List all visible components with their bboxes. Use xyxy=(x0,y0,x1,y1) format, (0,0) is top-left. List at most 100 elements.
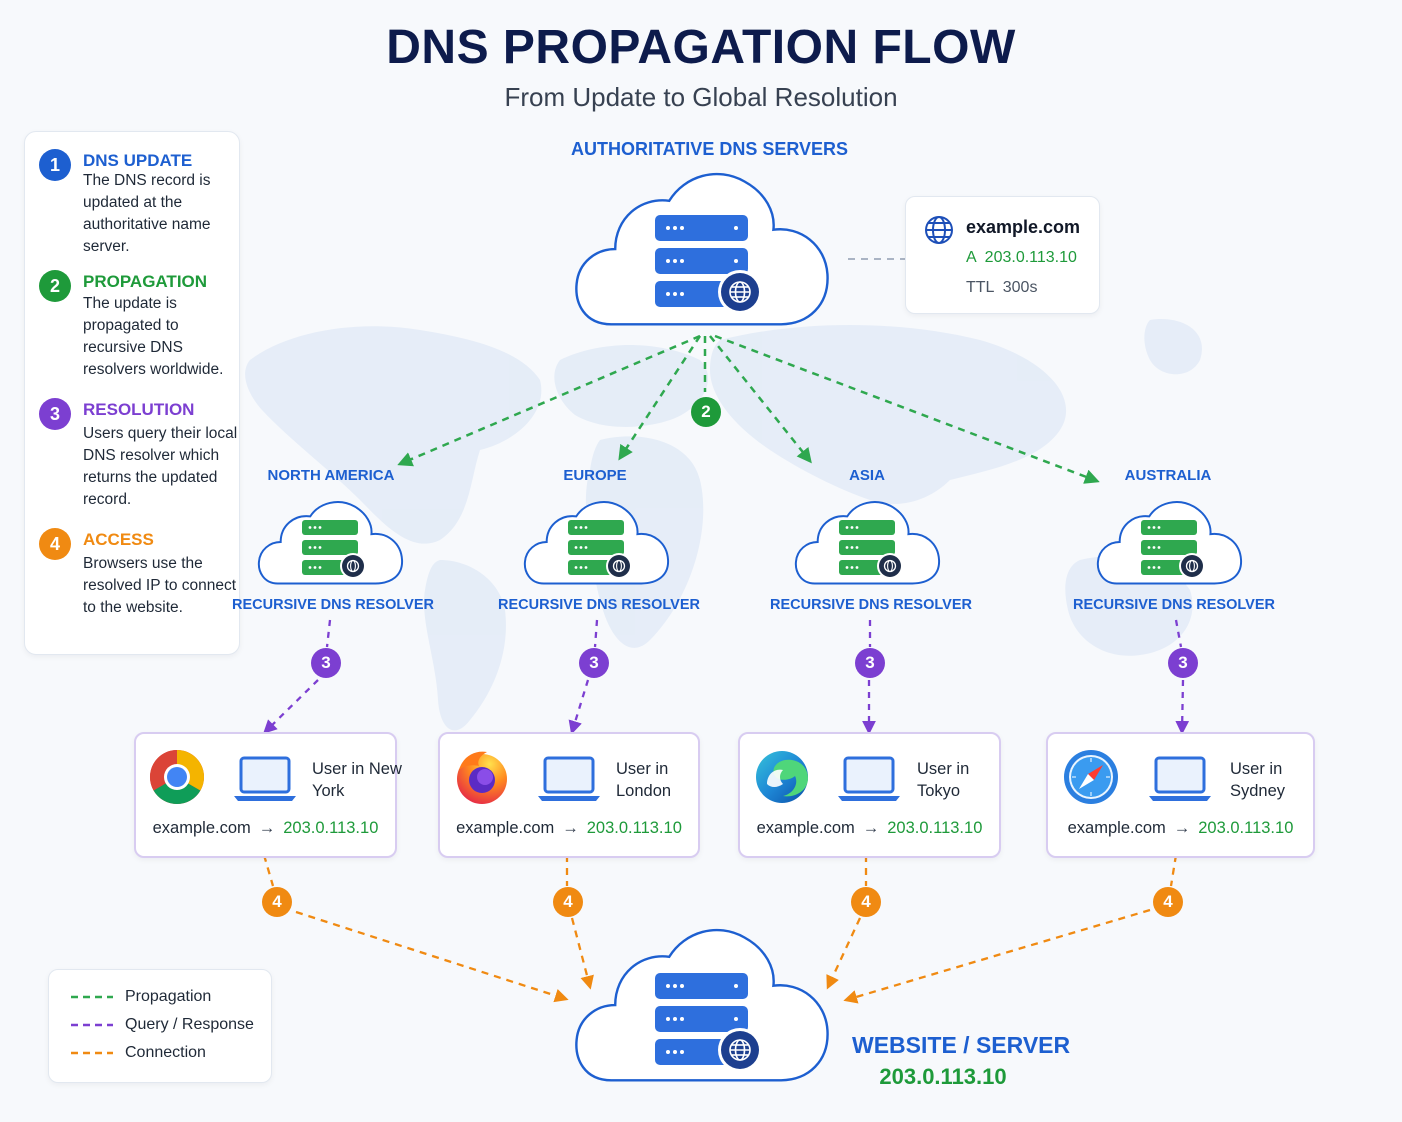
user-location: User in Sydney xyxy=(1230,760,1286,800)
lookup-domain: example.com xyxy=(152,819,251,837)
website-server-title: WEBSITE / SERVER xyxy=(852,1032,1071,1058)
resolver-cloud-europe xyxy=(523,501,670,585)
region-label-north-america: NORTH AMERICA xyxy=(267,467,395,484)
resolver-label: RECURSIVE DNS RESOLVER xyxy=(232,597,434,613)
step-number-badge: 1 xyxy=(39,149,71,181)
lookup-arrow: → xyxy=(862,819,880,837)
globe-badge-icon xyxy=(718,270,762,314)
globe-badge-icon xyxy=(718,1028,762,1072)
resolver-label: RECURSIVE DNS RESOLVER xyxy=(770,597,972,613)
server-unit xyxy=(302,540,358,555)
server-unit xyxy=(568,520,624,535)
edge-icon xyxy=(756,751,808,803)
step-description: Users query their local DNS resolver whi… xyxy=(83,425,238,508)
user-location: User in New York xyxy=(312,760,402,800)
lookup-domain: example.com xyxy=(456,819,555,837)
legend-swatch xyxy=(71,995,113,999)
access-step-badge: 4 xyxy=(262,887,292,917)
firefox-icon xyxy=(457,751,507,804)
laptop-icon xyxy=(838,756,900,801)
world-map xyxy=(245,319,1202,731)
authoritative-dns-cloud xyxy=(575,172,829,326)
globe-badge-icon xyxy=(879,555,901,577)
user-location: User in London xyxy=(616,760,672,800)
region-label-asia: ASIA xyxy=(849,467,885,484)
lookup-ip: 203.0.113.10 xyxy=(1198,819,1294,837)
legend-swatch xyxy=(71,1051,113,1055)
access-step-badge: 4 xyxy=(553,887,583,917)
region-label-europe: EUROPE xyxy=(563,467,627,484)
step-title: RESOLUTION xyxy=(83,400,195,419)
user-card-tokyo: User in Tokyo example.com → 203.0.113.10 xyxy=(738,732,1001,858)
dns-lookup-result: example.com→203.0.113.10 xyxy=(440,819,698,838)
lookup-domain: example.com xyxy=(756,819,855,837)
lookup-domain: example.com xyxy=(1067,819,1166,837)
step-description: The update is propagated to recursive DN… xyxy=(83,295,224,378)
dns-lookup-result: example.com → 203.0.113.10 xyxy=(136,819,395,838)
legend-label: Propagation xyxy=(125,988,212,1005)
server-unit xyxy=(1141,540,1197,555)
server-stack-icon xyxy=(655,973,748,1065)
query-step-badge: 3 xyxy=(579,648,609,678)
legend-label: Connection xyxy=(125,1044,206,1061)
resolver-label: RECURSIVE DNS RESOLVER xyxy=(1073,597,1275,613)
server-unit xyxy=(568,540,624,555)
dns-record-card: example.com A 203.0.113.10 TTL 300s xyxy=(905,196,1100,314)
user-location: User in Tokyo xyxy=(917,760,970,800)
propagation-step-badge: 2 xyxy=(691,397,721,427)
resolver-clouds xyxy=(257,501,1243,585)
resolver-cloud-australia xyxy=(1096,501,1243,585)
diagram-title: DNS PROPAGATION FLOW xyxy=(386,21,1016,74)
lookup-ip: 203.0.113.10 xyxy=(887,819,983,837)
record-domain: example.com xyxy=(966,217,1081,237)
safari-icon xyxy=(1064,750,1118,804)
step-number-badge: 4 xyxy=(39,528,71,560)
step-description: Browsers use the resolved IP to connect … xyxy=(83,555,237,616)
query-step-badge: 3 xyxy=(855,648,885,678)
globe-badge-icon xyxy=(1181,555,1203,577)
user-card-new-york: User in New York example.com → 203.0.113.1… xyxy=(134,732,402,858)
access-step-badge: 4 xyxy=(851,887,881,917)
lookup-arrow: → xyxy=(562,819,579,837)
lookup-arrow: → xyxy=(1173,819,1191,837)
server-unit xyxy=(302,520,358,535)
lookup-arrow: → xyxy=(258,819,276,837)
connection-arrows xyxy=(262,854,1178,1004)
dns-lookup-result: example.com → 203.0.113.10 xyxy=(1048,819,1313,838)
step-title: DNS UPDATE xyxy=(83,151,193,170)
globe-icon xyxy=(925,216,953,244)
laptop-icon xyxy=(1149,756,1211,801)
region-label-australia: AUSTRALIA xyxy=(1124,467,1212,484)
record-ttl: TTL 300s xyxy=(966,279,1038,296)
resolver-label: RECURSIVE DNS RESOLVER xyxy=(498,597,700,613)
step-title: ACCESS xyxy=(83,530,154,549)
legend-swatch xyxy=(71,1023,113,1027)
legend: Propagation Query / Response Connection xyxy=(48,969,272,1083)
resolver-cloud-north-america xyxy=(257,501,404,585)
lookup-ip: 203.0.113.10 xyxy=(283,819,379,837)
user-card-london: User in London example.com→203.0.113.10 xyxy=(438,732,700,858)
globe-badge-icon xyxy=(608,555,630,577)
diagram-subtitle: From Update to Global Resolution xyxy=(504,82,898,112)
resolver-cloud-asia xyxy=(794,501,941,585)
website-server-cloud xyxy=(575,928,829,1082)
laptop-icon xyxy=(234,756,296,801)
record-a-value: A 203.0.113.10 xyxy=(966,249,1077,266)
legend-label: Query / Response xyxy=(125,1016,254,1033)
server-unit xyxy=(839,540,895,555)
propagation-arrows xyxy=(397,334,1100,484)
website-server-ip: 203.0.113.10 xyxy=(879,1064,1007,1089)
step-title: PROPAGATION xyxy=(83,272,208,291)
user-card-sydney: User in Sydney example.com → 203.0.113.10 xyxy=(1046,732,1315,858)
chrome-icon xyxy=(149,750,205,805)
authoritative-title: AUTHORITATIVE DNS SERVERS xyxy=(571,139,849,159)
step-number-badge: 3 xyxy=(39,398,71,430)
server-unit xyxy=(1141,520,1197,535)
query-step-badge: 3 xyxy=(1168,648,1198,678)
globe-badge-icon xyxy=(342,555,364,577)
server-unit xyxy=(839,520,895,535)
query-arrows xyxy=(263,619,1190,735)
query-step-badge: 3 xyxy=(311,648,341,678)
step-number-badge: 2 xyxy=(39,270,71,302)
